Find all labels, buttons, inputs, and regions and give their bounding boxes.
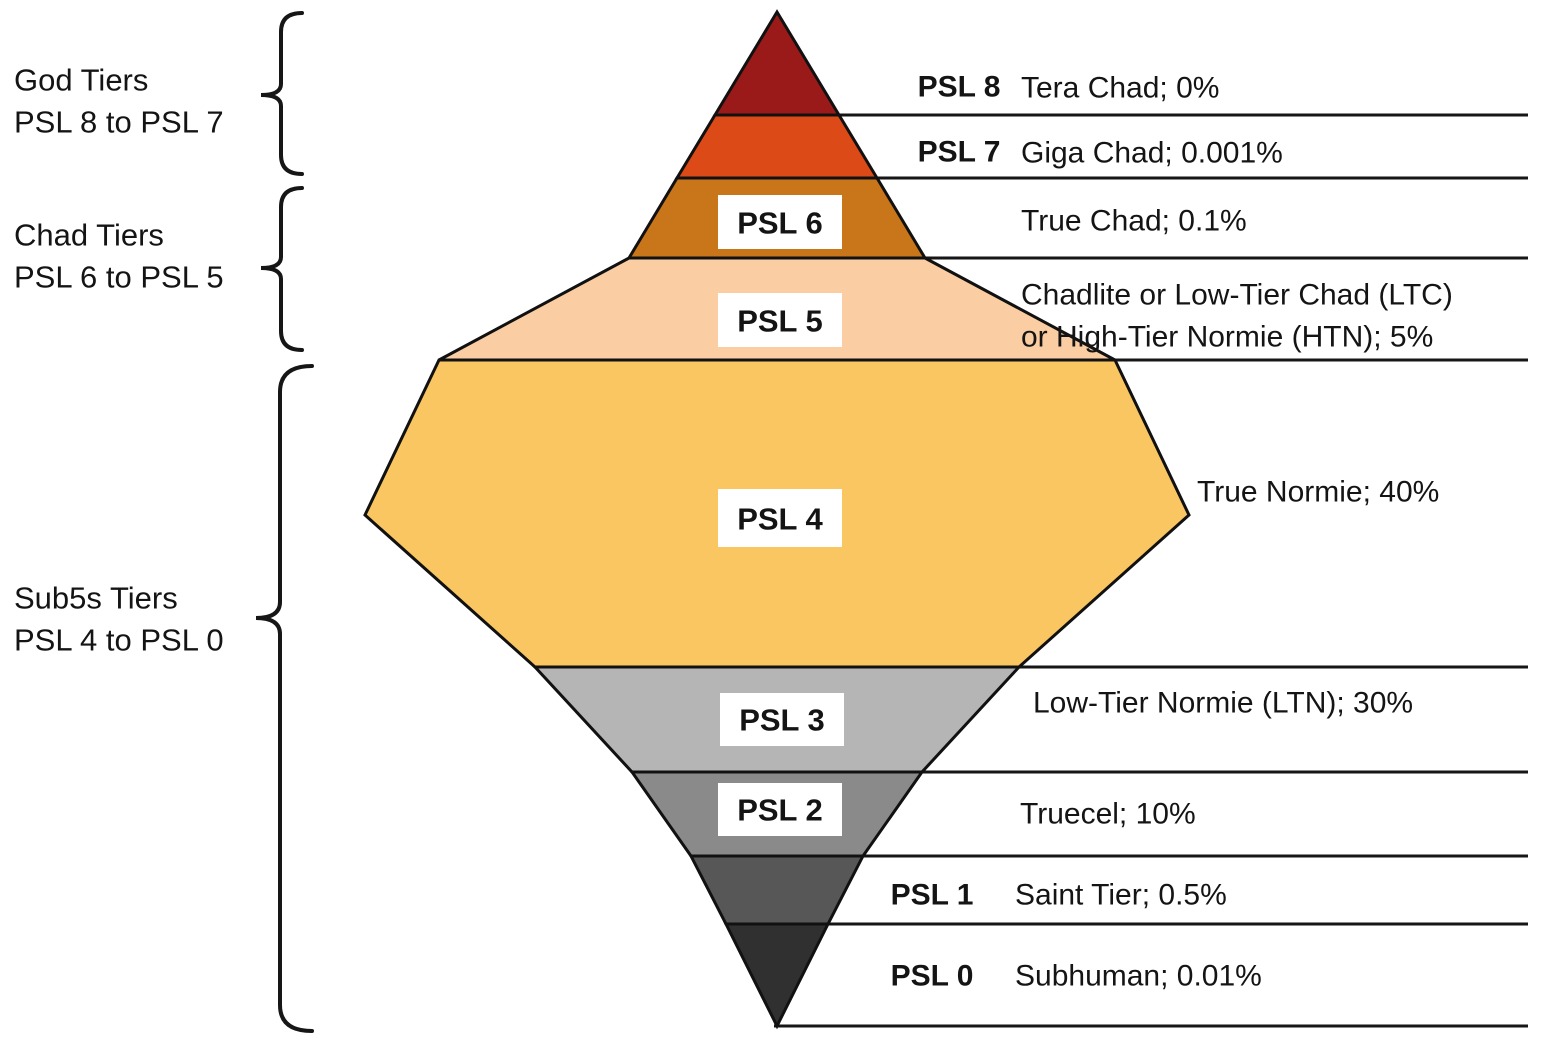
psl4-label: PSL 4 bbox=[737, 502, 823, 537]
psl2-label-box bbox=[718, 783, 842, 836]
psl2-label: PSL 2 bbox=[737, 793, 823, 828]
tier-name-psl8: Tera Chad; 0% bbox=[1021, 72, 1219, 105]
bracket-chad-tiers bbox=[260, 186, 304, 352]
psl3-label-box bbox=[720, 693, 844, 746]
tier-psl1-shape bbox=[688, 854, 866, 926]
psl5-label: PSL 5 bbox=[737, 304, 823, 339]
psl1-label: PSL 1 bbox=[891, 879, 974, 912]
tier-psl0-shape bbox=[723, 922, 831, 1030]
outside-tier-labels: PSL 8 PSL 7 PSL 1 PSL 0 bbox=[891, 71, 1001, 993]
group-god-tiers-line1: God Tiers bbox=[14, 63, 148, 98]
tier-psl8-shape bbox=[712, 9, 842, 117]
group-sub5s-tiers-line1: Sub5s Tiers bbox=[14, 581, 178, 616]
psl5-label-box bbox=[718, 293, 842, 347]
psl7-label: PSL 7 bbox=[918, 136, 1001, 169]
group-brackets bbox=[255, 11, 314, 1033]
bracket-god-tiers bbox=[260, 11, 304, 176]
tier-name-psl5-line2: or High-Tier Normie (HTN); 5% bbox=[1021, 321, 1433, 354]
psl4-label-box bbox=[718, 489, 842, 547]
tier-name-psl0: Subhuman; 0.01% bbox=[1015, 960, 1262, 993]
group-chad-tiers-line2: PSL 6 to PSL 5 bbox=[14, 260, 224, 295]
tier-name-psl1: Saint Tier; 0.5% bbox=[1015, 879, 1227, 912]
tier-name-psl3: Low-Tier Normie (LTN); 30% bbox=[1033, 687, 1413, 720]
bracket-sub5s-tiers bbox=[255, 364, 314, 1033]
group-labels: God Tiers PSL 8 to PSL 7 Chad Tiers PSL … bbox=[14, 63, 224, 658]
tier-name-psl5-line1: Chadlite or Low-Tier Chad (LTC) bbox=[1021, 279, 1453, 312]
tier-psl7-shape bbox=[674, 113, 880, 180]
psl8-label: PSL 8 bbox=[918, 71, 1001, 104]
inside-tier-labels: PSL 6 PSL 5 PSL 4 PSL 3 PSL 2 bbox=[718, 195, 844, 836]
psl3-label: PSL 3 bbox=[739, 703, 825, 738]
psl6-label-box bbox=[718, 195, 842, 249]
psl6-label: PSL 6 bbox=[737, 206, 823, 241]
tier-name-psl7: Giga Chad; 0.001% bbox=[1021, 137, 1283, 170]
tier-name-psl6: True Chad; 0.1% bbox=[1021, 205, 1247, 238]
leader-lines bbox=[774, 113, 1528, 1028]
group-sub5s-tiers-line2: PSL 4 to PSL 0 bbox=[14, 623, 224, 658]
group-chad-tiers-line1: Chad Tiers bbox=[14, 218, 164, 253]
tier-name-psl4: True Normie; 40% bbox=[1197, 476, 1439, 509]
tier-name-psl2: Truecel; 10% bbox=[1020, 798, 1196, 831]
tier-names: Tera Chad; 0% Giga Chad; 0.001% True Cha… bbox=[1015, 72, 1453, 993]
psl0-label: PSL 0 bbox=[891, 960, 974, 993]
group-god-tiers-line2: PSL 8 to PSL 7 bbox=[14, 105, 224, 140]
